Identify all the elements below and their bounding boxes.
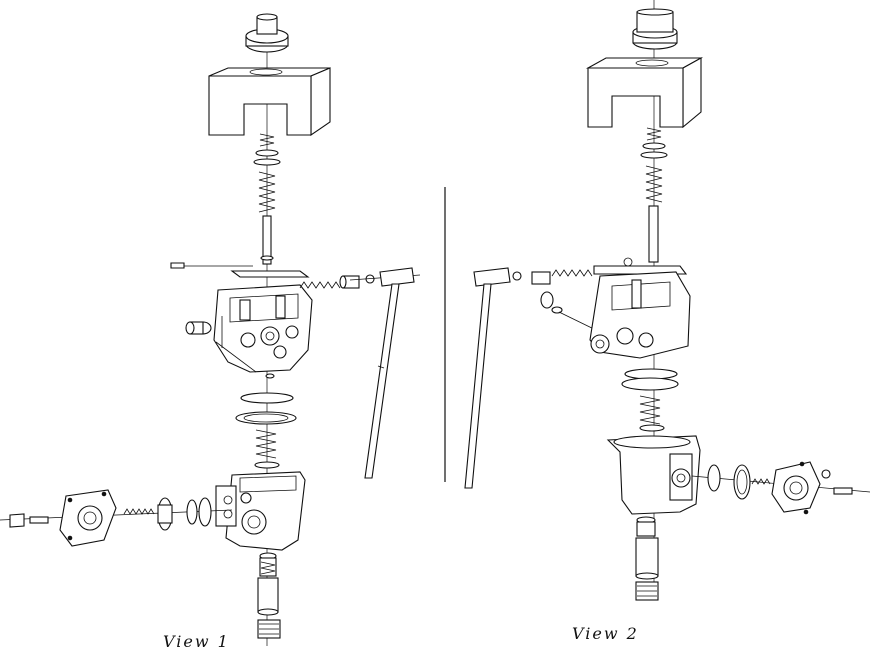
view-2-knob	[632, 8, 678, 50]
view-1-bottom-stack	[257, 552, 281, 639]
view-2-lower-body	[606, 435, 701, 515]
view-1-label: View 1	[163, 632, 230, 651]
view-2-assembly	[464, 0, 871, 601]
view-2-right-side-assembly	[691, 461, 871, 515]
view-1-main-body	[213, 284, 313, 373]
view-1-lower-body	[215, 471, 306, 551]
view-1-knob	[245, 13, 289, 53]
view-2-side-rod-assembly	[464, 267, 601, 489]
view-2-bottom-stack	[635, 516, 659, 601]
view-2-label: View 2	[572, 624, 639, 643]
view-1-lower-stack	[235, 373, 297, 469]
view-1-left-side-assembly	[0, 489, 233, 547]
view-1-stem	[262, 215, 272, 265]
view-2-housing-block	[585, 57, 704, 129]
view-2-stem	[648, 205, 659, 263]
view-2-upper-spring	[640, 127, 668, 203]
view-2-main-body	[589, 257, 691, 359]
view-1-upper-spring	[253, 133, 281, 213]
view-1-side-rod-assembly	[299, 267, 421, 479]
view-1-lever-arm	[170, 262, 310, 278]
view-1-assembly	[0, 13, 421, 646]
view-2-lower-stack	[621, 368, 679, 432]
view-1-housing-block	[208, 67, 331, 137]
view-1-left-fitting	[185, 321, 212, 335]
